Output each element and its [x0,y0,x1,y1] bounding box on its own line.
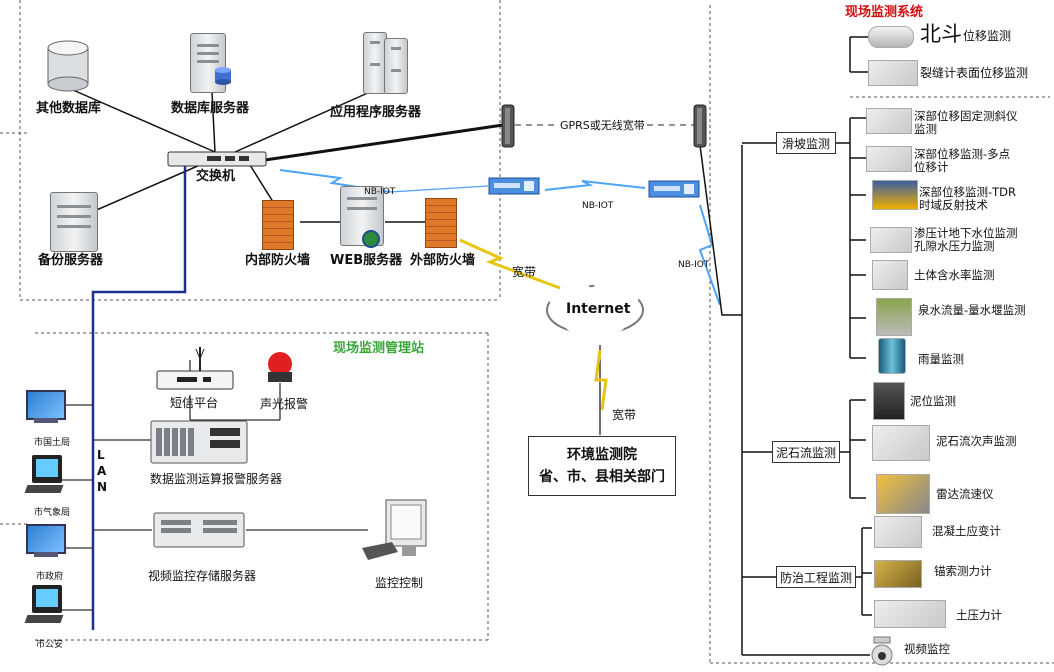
station-title: 现场监测管理站 [333,341,425,356]
multipoint-extensometer-icon [866,146,912,172]
pc-label-weather-bureau: 市气象局 [34,508,71,518]
pc-icon-weather-bureau [24,455,66,499]
monitor-control-label: 监控控制 [375,576,424,590]
outer-firewall-label: 外部防火墙 [410,253,476,268]
switch-label: 交换机 [196,169,236,184]
protection-engineering-box: 防治工程监测 [776,566,856,588]
environment-office-line1: 环境监测院 [567,447,637,463]
landslide-box: 滑坡监测 [776,132,836,154]
broadband-label-2: 宽带 [612,408,637,422]
video-server-label: 视频监控存储服务器 [148,569,257,583]
globe-icon [362,230,380,248]
landslide-item-2: 深部位移监测-多点 位移计 [914,148,1010,174]
antenna-right-icon [690,103,710,149]
lan-letter-a: A [97,464,107,478]
db-server-label: 数据库服务器 [171,101,250,116]
beidou-small-label: 位移监测 [963,29,1012,43]
environment-office-line2: 省、市、县相关部门 [539,469,665,485]
tdr-device-icon [872,180,918,210]
piezometer-icon [870,227,912,253]
debris-flow-box: 泥石流监测 [772,441,840,463]
alarm-server-icon [150,420,248,464]
pc-label-police: 市公安 [36,640,64,650]
landslide-item-3: 深部位移监测-TDR 时域反射技术 [919,186,1016,212]
environment-office-box: 环境监测院 省、市、县相关部门 [528,436,676,496]
nbiot-label-1: NB-IOT [364,187,396,197]
pc-icon-land-bureau [22,390,66,426]
inclinometer-icon [866,108,912,134]
other-db-label: 其他数据库 [36,101,102,116]
lan-letter-n: N [97,480,108,494]
alarm-light-icon [266,350,294,384]
internet-cloud [546,277,644,337]
alarm-server-label: 数据监测运算报警服务器 [150,472,283,486]
pc-icon-police [24,585,66,629]
db-cylinder-icon [214,66,232,86]
lan-letter-l: L [97,448,105,462]
alarm-label: 声光报警 [260,397,309,411]
broadband-label-1: 宽带 [512,265,537,279]
database-icon [46,40,90,92]
landslide-item-3-text: 深部位移监测-TDR 时域反射技术 [919,185,1017,212]
infrasound-icon [872,425,930,461]
switch-icon [167,151,267,167]
app-server-label: 应用程序服务器 [330,105,422,120]
backup-server-icon [50,192,98,252]
debris-item-2: 泥石流次声监测 [936,434,1017,448]
gprs-label: GPRS或无线宽带 [558,119,647,133]
nbiot-label-3: NB-IOT [678,260,710,270]
beidou-receiver-icon [868,26,914,48]
weir-flow-icon [876,298,912,336]
antenna-left-icon [498,103,518,149]
video-monitor-label: 视频监控 [904,642,950,656]
video-camera-icon [868,635,896,667]
field-system-title: 现场监测系统 [845,5,924,20]
landslide-item-6: 泉水流量-量水堰监测 [918,303,1026,317]
inner-firewall-icon [262,200,294,250]
landslide-item-7: 雨量监测 [918,352,964,366]
monitor-control-icon [358,496,438,568]
pc-label-government: 市政府 [36,572,64,582]
pc-label-land-bureau: 市国土局 [34,438,71,448]
web-server-label: WEB服务器 [330,253,403,268]
nbiot-label-2: NB-IOT [582,201,614,211]
protection-item-3: 土压力计 [956,608,1002,622]
debris-item-3: 雷达流速仪 [936,487,994,501]
rain-gauge-icon [878,338,906,374]
beidou-big-label: 北斗 [920,22,962,46]
pc-icon-government [22,524,66,560]
crack-meter-label: 裂缝计表面位移监测 [920,66,1029,80]
app-server-icon-2 [384,38,408,94]
debris-item-1: 泥位监测 [910,394,956,408]
landslide-item-5: 土体含水率监测 [914,268,995,282]
backup-server-label: 备份服务器 [38,253,104,268]
app-server-icon [363,32,387,94]
landslide-item-2-text: 深部位移监测-多点 位移计 [914,147,1011,174]
landslide-item-1-text: 深部位移固定测斜仪 监测 [914,109,1018,136]
inner-firewall-label: 内部防火墙 [245,253,311,268]
landslide-item-1-line1: 深部位移固定测斜仪 监测 [914,110,1018,136]
nbiot-module-icon [488,177,540,195]
internet-label: Internet [566,301,631,317]
protection-item-2: 锚索测力计 [934,564,992,578]
protection-item-1: 混凝土应变计 [932,524,1001,538]
nbiot-module-icon-2 [648,180,700,198]
earth-pressure-icon [874,600,946,628]
sms-platform-icon [155,345,235,393]
soil-moisture-icon [872,260,908,290]
crack-meter-icon [868,60,918,86]
anchor-dynamometer-icon [874,560,922,588]
landslide-item-4: 渗压计地下水位监测 孔隙水压力监测 [914,227,1018,253]
landslide-item-4-text: 渗压计地下水位监测 孔隙水压力监测 [914,226,1018,253]
strain-gauge-icon [874,516,922,548]
outer-firewall-icon [425,198,457,248]
video-server-icon [153,512,245,548]
sms-platform-label: 短信平台 [170,396,219,410]
mud-level-icon [873,382,905,420]
radar-velocity-icon [876,474,930,514]
